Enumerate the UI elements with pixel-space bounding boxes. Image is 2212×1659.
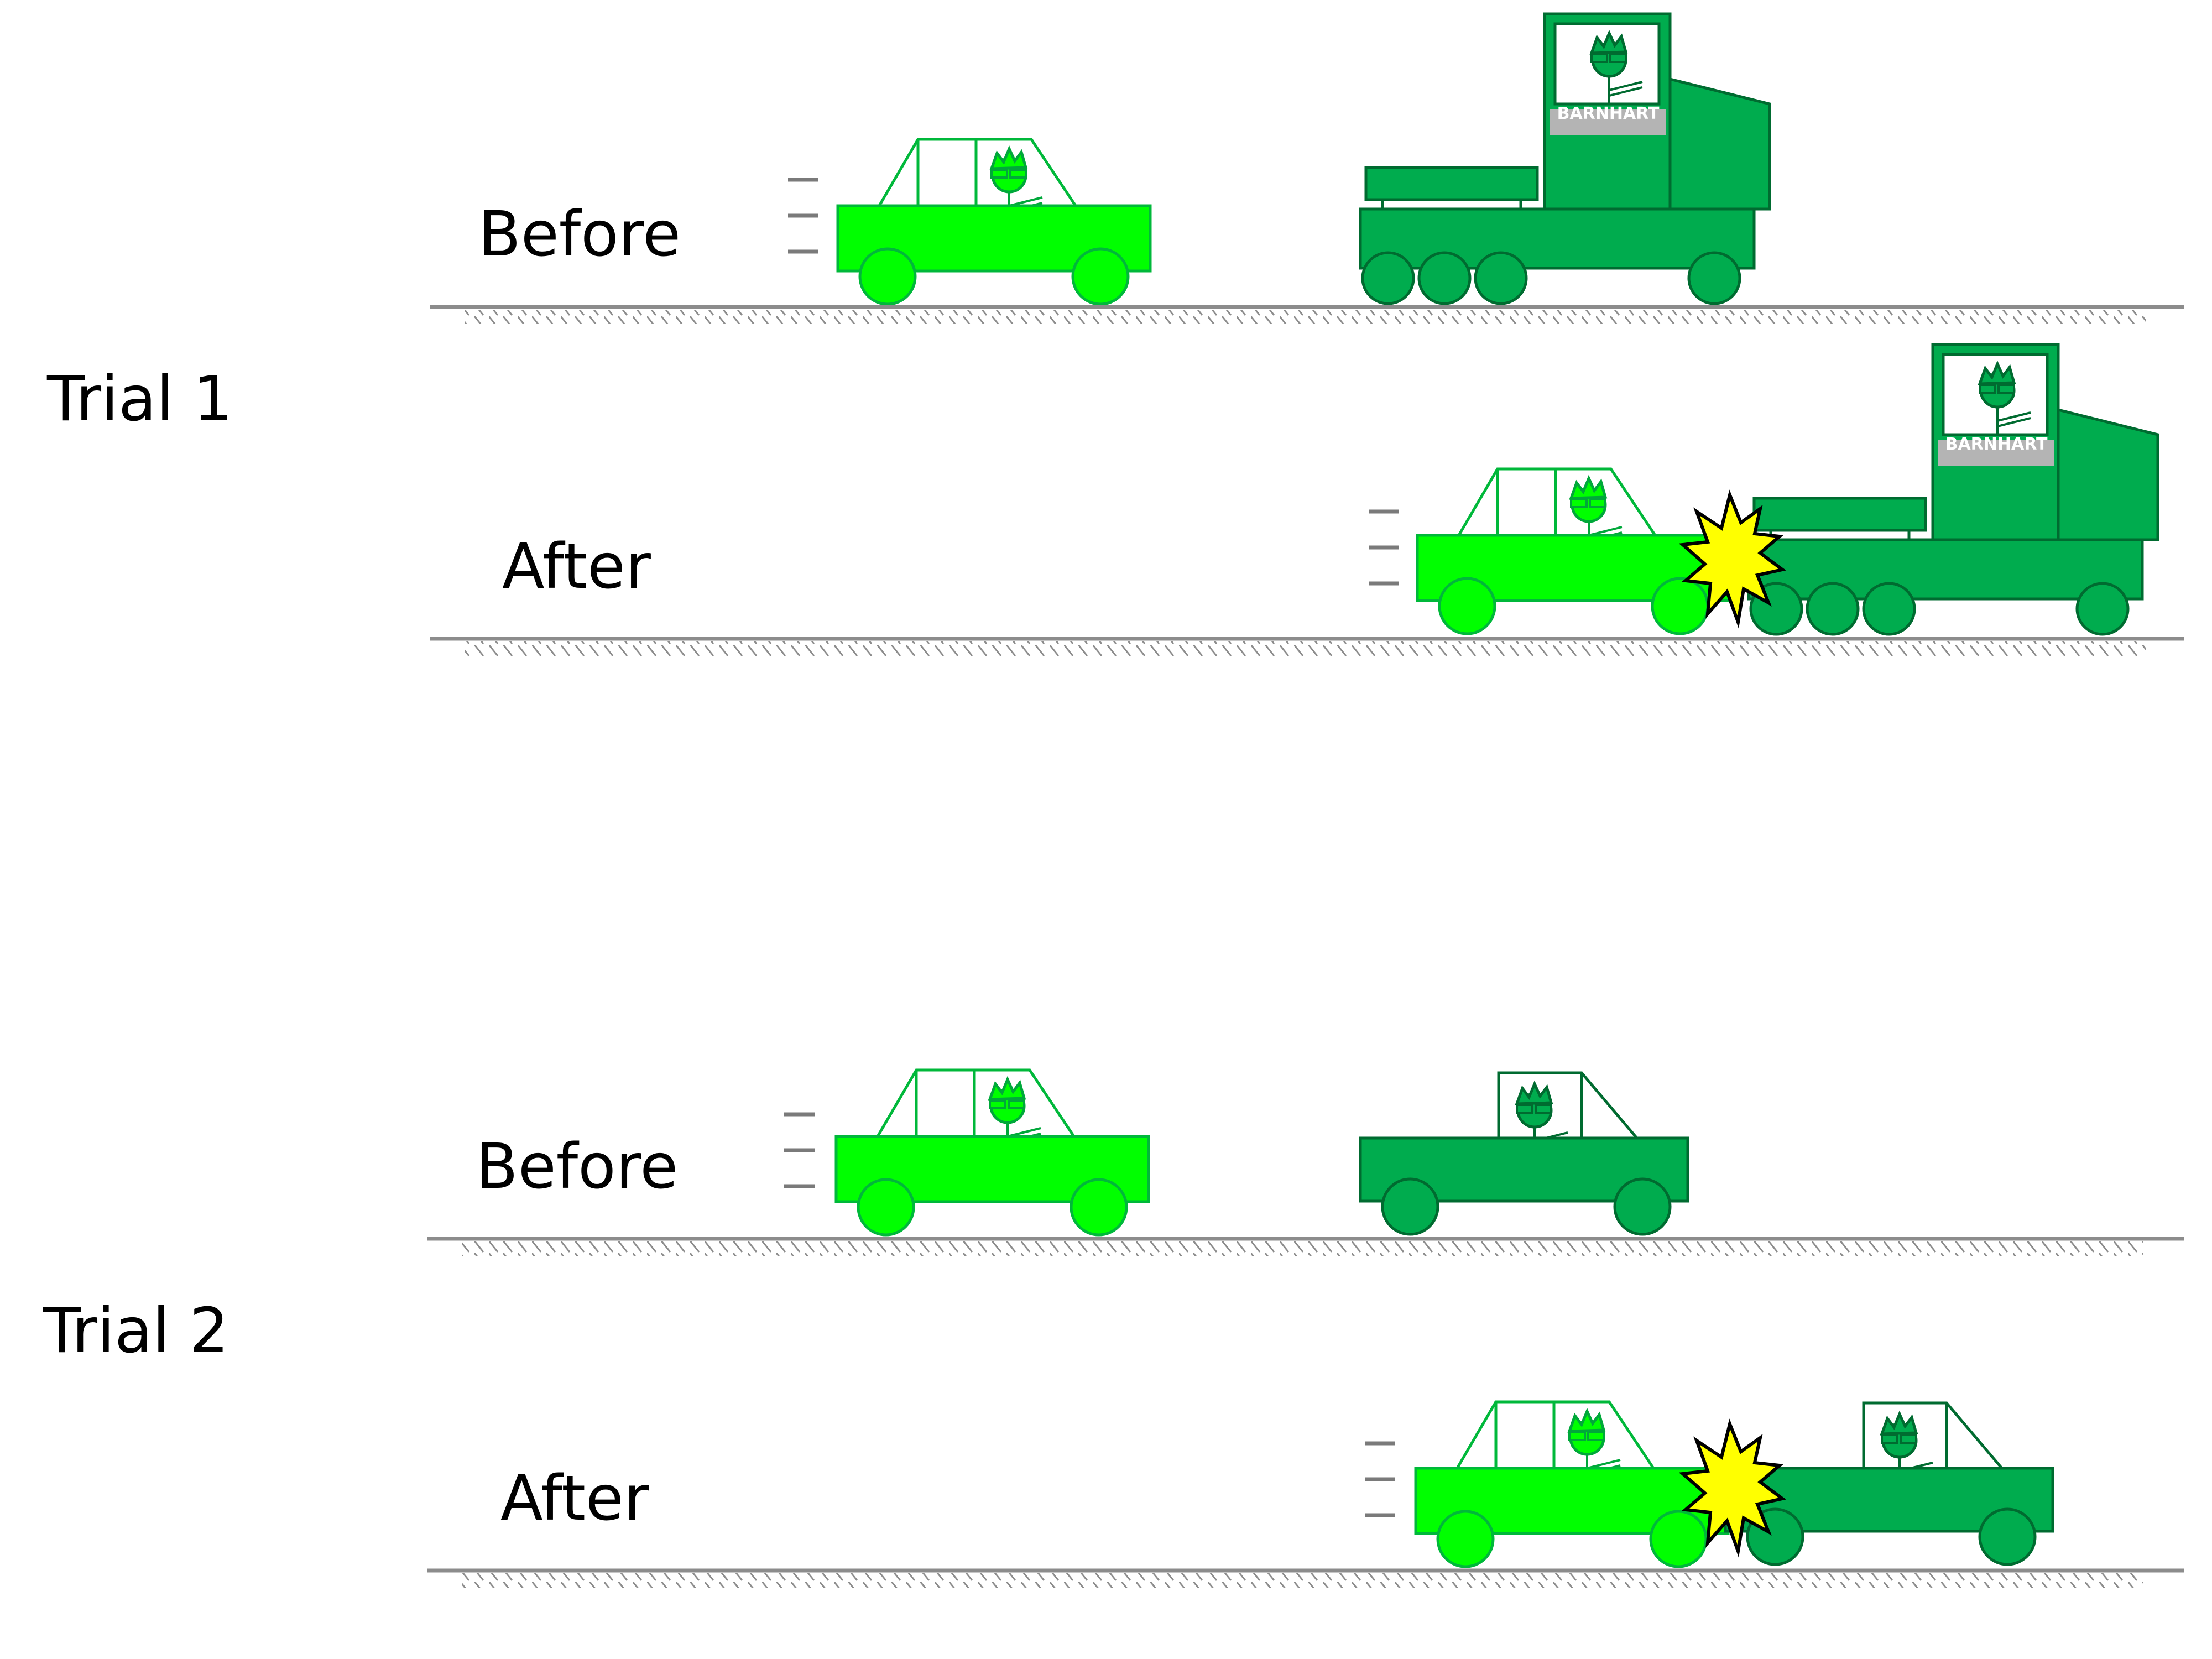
light-green-car-icon: [1417, 469, 1730, 634]
motion-lines-icon: [784, 1114, 815, 1186]
truck-brand-label: BARNHART: [1557, 104, 1660, 123]
trial-label: Trial 2: [43, 1295, 229, 1367]
truck-brand-label: BARNHART: [1945, 435, 2048, 454]
trial-label: Trial 1: [46, 363, 233, 435]
dark-green-truck-icon: BARNHART: [1360, 14, 1770, 304]
light-green-car-icon: [838, 139, 1150, 304]
after-label: After: [502, 531, 651, 603]
dark-green-car-icon: [1725, 1403, 2053, 1564]
motion-lines-icon: [1369, 512, 1399, 583]
dark-green-truck-icon: BARNHART: [1749, 345, 2158, 634]
dark-green-car-icon: [1360, 1073, 1688, 1234]
motion-lines-icon: [788, 180, 818, 252]
motion-lines-icon: [1365, 1443, 1395, 1515]
light-green-car-icon: [836, 1070, 1149, 1235]
before-label: Before: [476, 1131, 678, 1203]
after-label: After: [500, 1463, 650, 1535]
light-green-car-icon: [1416, 1402, 1728, 1567]
before-label: Before: [478, 199, 681, 270]
